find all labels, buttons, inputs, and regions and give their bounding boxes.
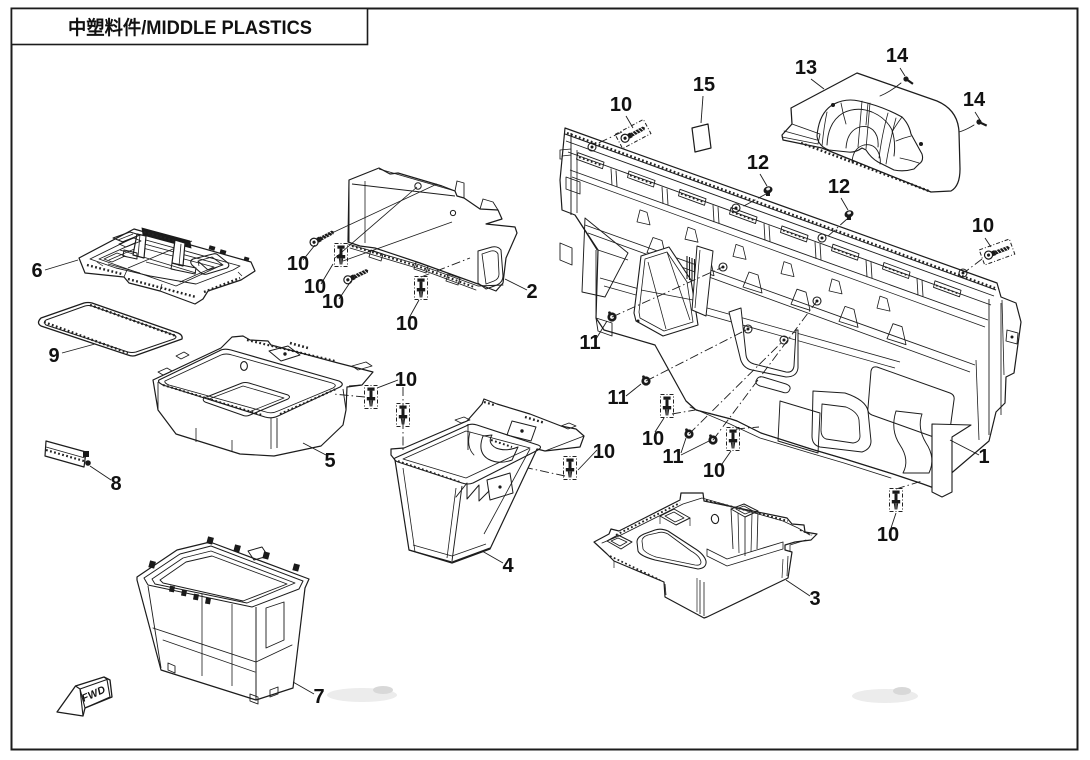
svg-text:9: 9 <box>48 345 59 367</box>
svg-text:13: 13 <box>795 57 817 79</box>
svg-text:11: 11 <box>607 387 628 409</box>
svg-text:11: 11 <box>662 446 683 468</box>
svg-text:10: 10 <box>304 276 326 298</box>
svg-text:10: 10 <box>610 94 632 116</box>
svg-text:8: 8 <box>110 473 121 495</box>
svg-text:4: 4 <box>502 555 514 577</box>
svg-text:14: 14 <box>886 45 909 67</box>
svg-text:10: 10 <box>395 369 417 391</box>
svg-text:3: 3 <box>809 588 820 610</box>
svg-text:10: 10 <box>396 313 418 335</box>
svg-text:5: 5 <box>324 450 335 472</box>
svg-text:11: 11 <box>579 332 600 354</box>
svg-text:14: 14 <box>963 89 986 111</box>
svg-text:6: 6 <box>31 260 42 282</box>
svg-text:15: 15 <box>693 74 715 96</box>
svg-text:中塑料件/MIDDLE PLASTICS: 中塑料件/MIDDLE PLASTICS <box>68 16 312 39</box>
svg-text:10: 10 <box>287 253 309 275</box>
svg-text:1: 1 <box>978 446 989 468</box>
svg-text:10: 10 <box>322 291 344 313</box>
svg-text:10: 10 <box>877 524 899 546</box>
svg-text:10: 10 <box>642 428 664 450</box>
svg-text:2: 2 <box>526 281 537 303</box>
svg-text:12: 12 <box>747 152 769 174</box>
svg-text:10: 10 <box>593 441 615 463</box>
svg-text:12: 12 <box>828 176 850 198</box>
svg-text:7: 7 <box>313 686 324 708</box>
svg-text:10: 10 <box>972 215 994 237</box>
svg-text:10: 10 <box>703 460 725 482</box>
